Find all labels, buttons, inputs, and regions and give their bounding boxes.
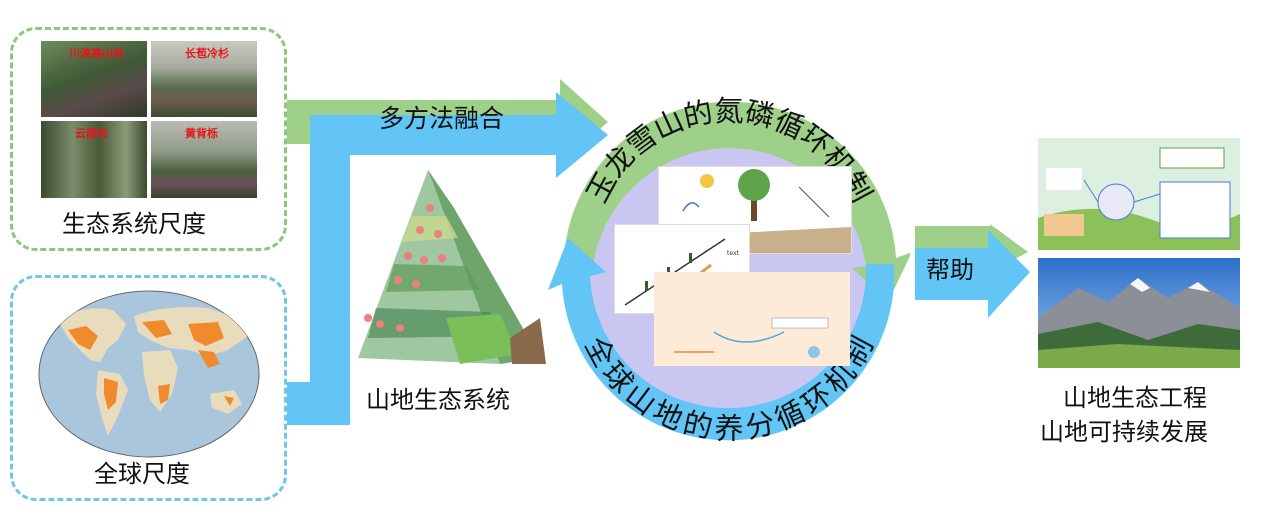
outcome-line-2: 山地可持续发展 (1040, 418, 1208, 446)
photo-caption: 川滇高山栎 (69, 47, 124, 60)
forest-photo: 黄背栎 (151, 121, 257, 198)
global-scale-label: 全球尺度 (94, 460, 190, 488)
figure-panel (654, 272, 850, 366)
forest-photo: 长苞冷杉 (151, 41, 257, 117)
help-label: 帮助 (926, 256, 974, 284)
mountain-ecosystem-label: 山地生态系统 (366, 386, 510, 414)
forest-photo: 云南松 (41, 121, 147, 198)
ecosystem-scale-label: 生态系统尺度 (62, 210, 206, 238)
outcome-line-1: 山地生态工程 (1063, 384, 1207, 412)
blue-cycle-arc (548, 238, 895, 441)
green-cycle-arc (563, 101, 910, 302)
blue-arrow (287, 92, 608, 425)
photo-caption: 黄背栎 (185, 127, 218, 140)
research-framework-figure (1038, 138, 1240, 250)
global-scale-box (10, 275, 287, 501)
world-map (38, 290, 260, 458)
ecosystem-scale-box (10, 27, 287, 251)
mountain-landscape-photo (1038, 258, 1240, 368)
forest-photo: 川滇高山栎 (41, 41, 147, 117)
method-fusion-label: 多方法融合 (379, 104, 505, 133)
blue-help-arrow (915, 230, 1030, 318)
nutrient-cycle-figures: text (614, 166, 854, 366)
ecosystem-photo-grid: 川滇高山栎 长苞冷杉 云南松 黄背栎 (41, 41, 257, 198)
photo-caption: 云南松 (75, 127, 108, 140)
mountain-illustration (358, 170, 546, 364)
photo-caption: 长苞冷杉 (185, 47, 229, 60)
svg-text:text: text (727, 250, 739, 257)
